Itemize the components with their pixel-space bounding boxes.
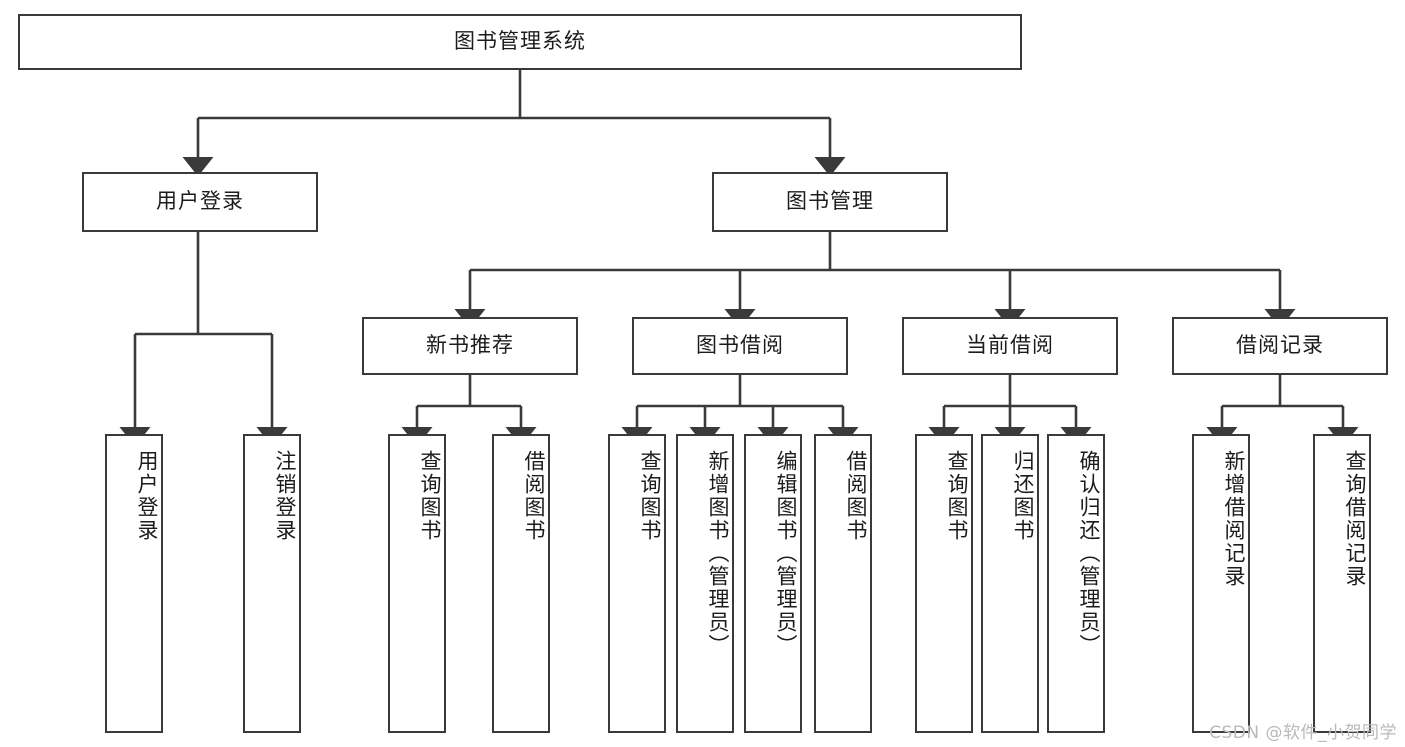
node-label: 图书借阅	[696, 333, 784, 358]
node-label: 新书推荐	[426, 333, 514, 358]
node-user-login[interactable]: 用户登录	[82, 172, 318, 232]
leaf-query-book-1[interactable]: 查询图书	[388, 434, 446, 733]
node-label: 查询借阅记录	[1343, 450, 1367, 588]
leaf-edit-book[interactable]: 编辑图书（管理员）	[744, 434, 802, 733]
node-label: 编辑图书（管理员）	[774, 450, 798, 657]
node-label: 确认归还（管理员）	[1077, 450, 1101, 657]
node-label: 用户登录	[156, 189, 244, 214]
node-label: 新增借阅记录	[1222, 450, 1246, 588]
leaf-borrow-book-2[interactable]: 借阅图书	[814, 434, 872, 733]
node-label: 借阅记录	[1236, 333, 1324, 358]
leaf-borrow-book-1[interactable]: 借阅图书	[492, 434, 550, 733]
node-root[interactable]: 图书管理系统	[18, 14, 1022, 70]
leaf-add-book[interactable]: 新增图书（管理员）	[676, 434, 734, 733]
node-borrow-record[interactable]: 借阅记录	[1172, 317, 1388, 375]
node-label: 图书管理系统	[454, 29, 586, 54]
leaf-query-record[interactable]: 查询借阅记录	[1313, 434, 1371, 733]
leaf-logout[interactable]: 注销登录	[243, 434, 301, 733]
node-label: 当前借阅	[966, 333, 1054, 358]
leaf-user-login[interactable]: 用户登录	[105, 434, 163, 733]
node-current-borrow[interactable]: 当前借阅	[902, 317, 1118, 375]
node-label: 注销登录	[273, 450, 297, 542]
node-new-book-rec[interactable]: 新书推荐	[362, 317, 578, 375]
node-label: 查询图书	[638, 450, 662, 542]
leaf-confirm-return[interactable]: 确认归还（管理员）	[1047, 434, 1105, 733]
node-label: 查询图书	[418, 450, 442, 542]
node-label: 归还图书	[1011, 450, 1035, 542]
node-book-manage[interactable]: 图书管理	[712, 172, 948, 232]
node-label: 查询图书	[945, 450, 969, 542]
node-label: 新增图书（管理员）	[706, 450, 730, 657]
node-book-borrow[interactable]: 图书借阅	[632, 317, 848, 375]
leaf-return-book[interactable]: 归还图书	[981, 434, 1039, 733]
leaf-query-book-3[interactable]: 查询图书	[915, 434, 973, 733]
leaf-query-book-2[interactable]: 查询图书	[608, 434, 666, 733]
node-label: 借阅图书	[844, 450, 868, 542]
node-label: 用户登录	[135, 450, 159, 542]
node-label: 图书管理	[786, 189, 874, 214]
leaf-add-record[interactable]: 新增借阅记录	[1192, 434, 1250, 733]
node-label: 借阅图书	[522, 450, 546, 542]
